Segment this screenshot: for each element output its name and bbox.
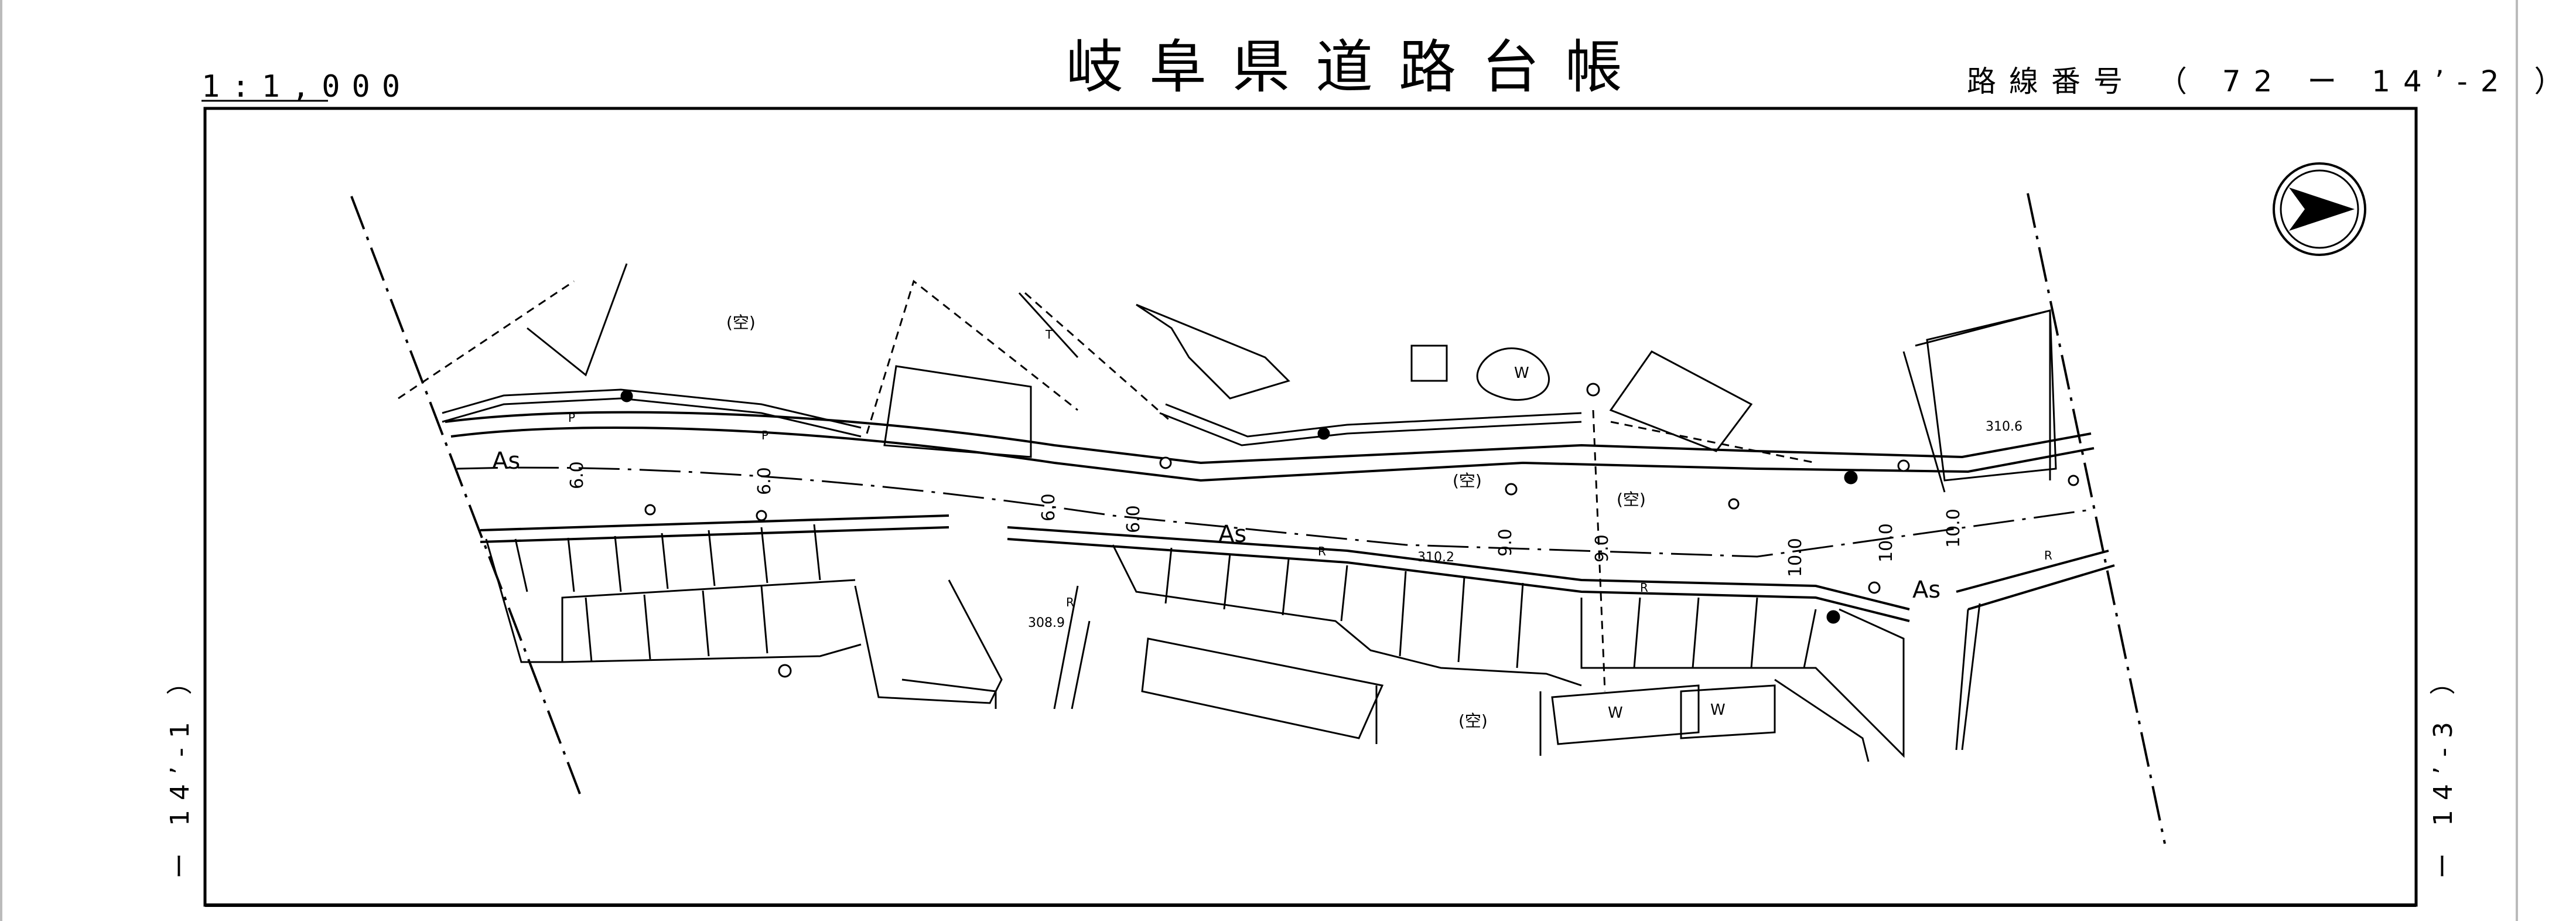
width-label: 6.0 — [1038, 493, 1059, 521]
vacant-lot-label: (空) — [1453, 471, 1482, 490]
width-label: 6.0 — [754, 467, 775, 495]
width-label: 6.0 — [567, 461, 587, 489]
lot-division-ticks — [514, 524, 1817, 668]
vacant-lot-label: (空) — [726, 313, 756, 332]
marker-label: R — [1640, 581, 1648, 595]
marker-label: P — [568, 411, 575, 425]
width-label: 10.0 — [1785, 538, 1806, 577]
buildings — [527, 263, 2057, 762]
width-label: 10.0 — [1876, 523, 1897, 562]
map-drawing: As As As 6.0 6.0 6.0 6.0 9.0 9.0 10.0 10… — [0, 0, 2518, 921]
width-label: 9.0 — [1495, 528, 1516, 557]
marker-label: T — [1045, 328, 1053, 342]
marker-label: P — [761, 428, 768, 442]
marker-label: R — [1066, 595, 1074, 609]
width-label: 6.0 — [1123, 505, 1144, 533]
marker-label: R — [2044, 548, 2052, 562]
vacant-lot-label: (空) — [1458, 711, 1488, 731]
route-number: 路線番号 （ 72 ー 14’-2 ） — [1967, 64, 2576, 98]
scale-label: 1:1,000 — [201, 69, 412, 104]
section-boundary-right — [2027, 193, 2166, 844]
marker-label: R — [1318, 544, 1326, 558]
width-label: 10.0 — [1943, 509, 1964, 548]
elevation-label: 308.9 — [1028, 616, 1065, 630]
pavement-label: As — [1912, 577, 1940, 603]
pond — [1476, 347, 1550, 401]
well-label: W — [1608, 704, 1623, 722]
lot-lines — [485, 538, 1981, 758]
road-centerline — [456, 466, 2092, 558]
well-label: W — [1710, 701, 1726, 719]
section-boundary-left — [350, 196, 581, 794]
map-frame — [203, 107, 2418, 907]
width-label: 9.0 — [1592, 534, 1612, 562]
well-label: W — [1514, 364, 1529, 382]
sheet-title: 岐阜県道路台帳 — [1066, 34, 1649, 101]
elevation-label: 310.6 — [1986, 419, 2022, 434]
road-edges — [445, 411, 2115, 622]
pavement-label: As — [492, 448, 520, 475]
pavement-label: As — [1218, 521, 1246, 548]
property-boundaries — [398, 279, 1816, 692]
elevation-label: 310.2 — [1417, 550, 1454, 565]
vacant-lot-label: (空) — [1617, 490, 1646, 509]
utility-poles — [620, 383, 2079, 678]
north-arrow-icon — [2273, 162, 2366, 256]
retaining-wall-top — [442, 309, 2051, 493]
